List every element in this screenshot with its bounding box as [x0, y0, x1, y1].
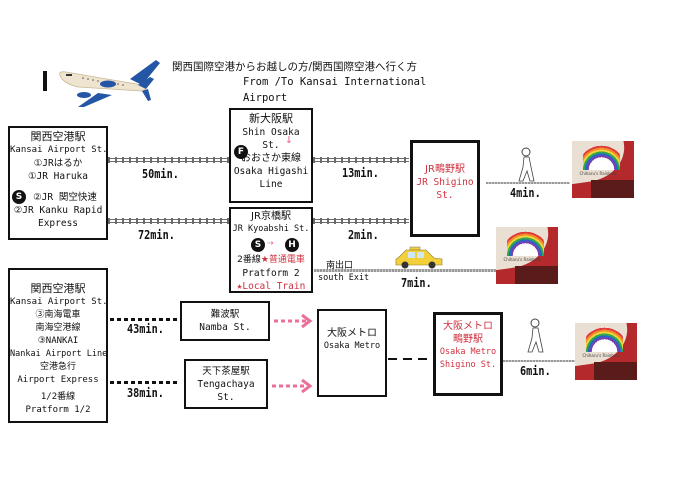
station-name-en: Shin Osaka — [242, 127, 300, 138]
title-en-line1: From /To Kansai International — [243, 76, 427, 88]
station-jr-shigino: JR鴫野駅 JR Shigino St. — [410, 140, 480, 237]
line-h-badge-icon: H — [285, 238, 299, 252]
line-en-2: Nankai Airport Line — [10, 349, 108, 359]
duration-label: 72min. — [138, 228, 175, 242]
duration-label: 4min. — [510, 186, 541, 200]
rail-track-kyobashi-shigino — [313, 218, 409, 224]
station-name-jp: JR京橋駅 — [251, 211, 291, 222]
duration-label: 50min. — [142, 167, 179, 181]
south-exit-label-en: south Exit — [318, 273, 370, 283]
line-en-2: Line — [259, 179, 283, 190]
station-kansai-airport-nankai: 関西空港駅 Kansai Airport St. ③南海電車 南海空港線 ③NA… — [8, 268, 108, 423]
title-en-line2: Airport — [243, 92, 288, 104]
line-s-badge-icon: S — [12, 190, 26, 204]
platform-en: Pratform 1/2 — [25, 405, 91, 415]
platform-jp: 1/2番線 — [40, 392, 76, 402]
line2-en-2: Express — [37, 218, 79, 229]
station-name-en: Kansai Airport St. — [10, 297, 108, 307]
duration-label: 6min. — [520, 364, 551, 378]
south-exit-label-jp: 南出口 — [326, 261, 354, 271]
nankai-line-namba — [110, 318, 180, 321]
line-en: ③NANKAI — [37, 336, 79, 346]
station-name-en: Osaka Metro — [439, 347, 497, 357]
station-name-jp: 関西空港駅 — [30, 282, 86, 295]
station-name-en-2: St. — [436, 190, 454, 201]
station-name-en-2: Shigino St. — [439, 360, 497, 370]
station-name-en: JR Kyoabshi St. — [232, 224, 310, 234]
pink-down-arrow-icon: ↓ — [285, 132, 293, 147]
walking-person-icon — [524, 318, 546, 354]
taxi-icon — [394, 246, 444, 270]
station-osaka-metro: 大阪メトロ Osaka Metro — [317, 309, 387, 397]
rail-track-shinosaka-shigino — [313, 157, 409, 163]
duration-label: 7min. — [401, 276, 432, 290]
station-name-jp: JR鴫野駅 — [425, 164, 465, 175]
airplane-icon — [38, 55, 163, 110]
line-jp: おおさか東線 — [241, 153, 301, 164]
station-name-en: Tengachaya — [197, 379, 255, 390]
pink-transfer-arrow-icon — [272, 378, 314, 394]
cafe-photo-image: Chiharu's Rainbow — [572, 141, 634, 198]
station-name-jp: 天下茶屋駅 — [202, 366, 250, 377]
station-kansai-airport-jr: 関西空港駅 Kansai Airport St. ①JRはるか ①JR Haru… — [8, 126, 108, 240]
pink-right-arrow-icon: ⇢ — [267, 236, 274, 249]
station-name-jp: 難波駅 — [210, 309, 240, 320]
title-jp: 関西国際空港からお越しの方/関西国際空港へ行く方 — [172, 61, 418, 73]
line-s-badge-icon: S — [251, 238, 265, 252]
line-en: Osaka Higashi — [233, 166, 309, 177]
station-name-en: Osaka Metro — [323, 341, 381, 351]
cafe-photo-image: Chiharu's Rainbow — [575, 323, 637, 380]
line2-en: ②JR Kanku Rapid — [13, 205, 103, 216]
station-tengachaya: 天下茶屋駅 Tengachaya St. — [184, 359, 268, 409]
station-jr-kyobashi: JR京橋駅 JR Kyoabshi St. S ⇢ H 2番線★普通電車 Pra… — [229, 207, 313, 293]
station-name-jp: 関西空港駅 — [30, 130, 86, 143]
metro-line — [388, 358, 433, 360]
express-en: Airport Express — [17, 375, 99, 385]
line-jp-2: 南海空港線 — [35, 323, 81, 333]
duration-label: 38min. — [127, 386, 164, 400]
line-f-badge-icon: F — [234, 145, 248, 159]
line-jp: ③南海電車 — [35, 310, 81, 320]
line2-jp: ②JR 関空快速 — [33, 192, 97, 203]
line2-row: S ②JR 関空快速 — [10, 190, 106, 204]
station-name-jp: 大阪メトロ — [327, 328, 377, 339]
station-namba: 難波駅 Namba St. — [180, 301, 270, 341]
rail-track-kansai-kyobashi — [108, 218, 229, 224]
cafe-photo-image: Chiharu's Rainbow — [496, 227, 558, 284]
station-name-en-2: St. — [262, 140, 280, 151]
duration-label: 2min. — [348, 228, 379, 242]
station-name-en: Namba St. — [199, 322, 251, 333]
station-name-jp: 新大阪駅 — [249, 112, 293, 125]
express-jp: 空港急行 — [39, 362, 76, 372]
station-name-en: Kansai Airport St. — [10, 145, 108, 155]
nankai-line-tengachaya — [110, 381, 180, 384]
platform-en: Pratform 2 — [242, 268, 300, 279]
line1-jp: ①JRはるか — [33, 158, 83, 169]
duration-label: 13min. — [342, 166, 379, 180]
walking-person-icon — [515, 147, 537, 183]
station-name-en-2: St. — [217, 392, 235, 403]
rail-track-kansai-shinosaka — [108, 157, 229, 163]
walk-path-line — [503, 360, 575, 362]
station-name-jp: 大阪メトロ — [443, 321, 493, 332]
local-train-en: ★Local Train — [236, 281, 306, 292]
taxi-path-line — [314, 269, 496, 272]
platform-jp: 2番線 — [237, 255, 261, 265]
station-metro-shigino: 大阪メトロ 鴫野駅 Osaka Metro Shigino St. — [433, 312, 503, 396]
walk-path-line — [486, 182, 570, 184]
station-name-jp-2: 鴫野駅 — [453, 334, 483, 345]
line1-en: ①JR Haruka — [28, 171, 88, 182]
station-name-en: JR Shigino — [416, 177, 474, 188]
pink-transfer-arrow-icon — [274, 313, 314, 329]
local-train-jp: ★普通電車 — [260, 255, 305, 265]
duration-label: 43min. — [127, 322, 164, 336]
